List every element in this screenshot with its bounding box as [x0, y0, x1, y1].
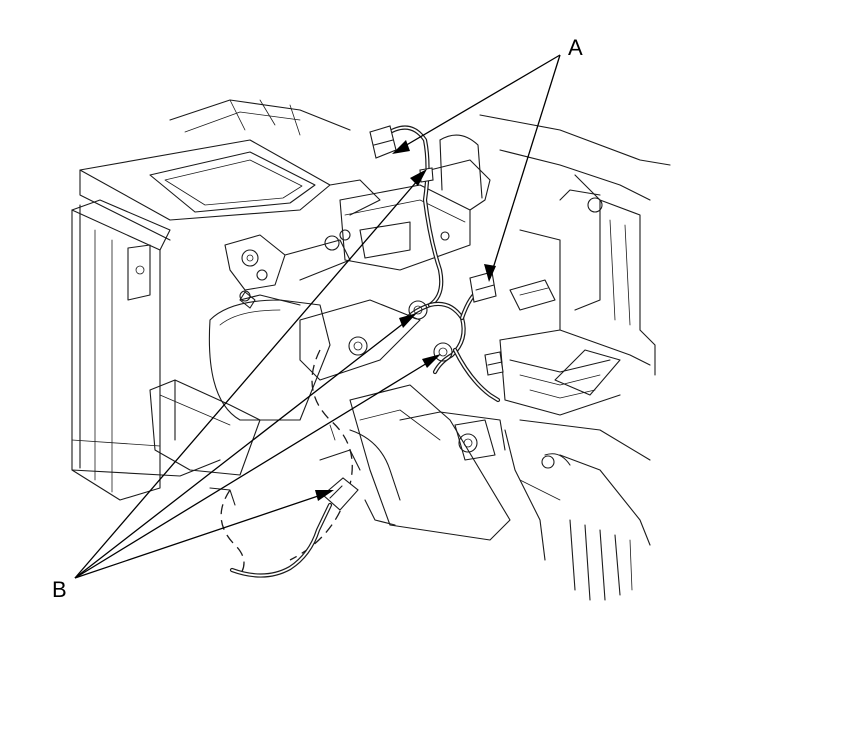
- lower-harness: [209, 477, 359, 578]
- top-duct: [79, 99, 381, 241]
- right-vent-assembly: [479, 114, 671, 601]
- upper-harness: [369, 125, 504, 403]
- callout-a-label: A: [568, 35, 583, 60]
- leaders-b: [74, 169, 441, 579]
- blower-case: [149, 290, 331, 476]
- mount-bracket: [224, 229, 351, 309]
- left-housing: [71, 199, 221, 501]
- callout-b-label: B: [52, 577, 67, 602]
- lower-frame: [220, 299, 511, 576]
- leaders-a: [392, 54, 561, 282]
- actuator-housing: [339, 134, 491, 271]
